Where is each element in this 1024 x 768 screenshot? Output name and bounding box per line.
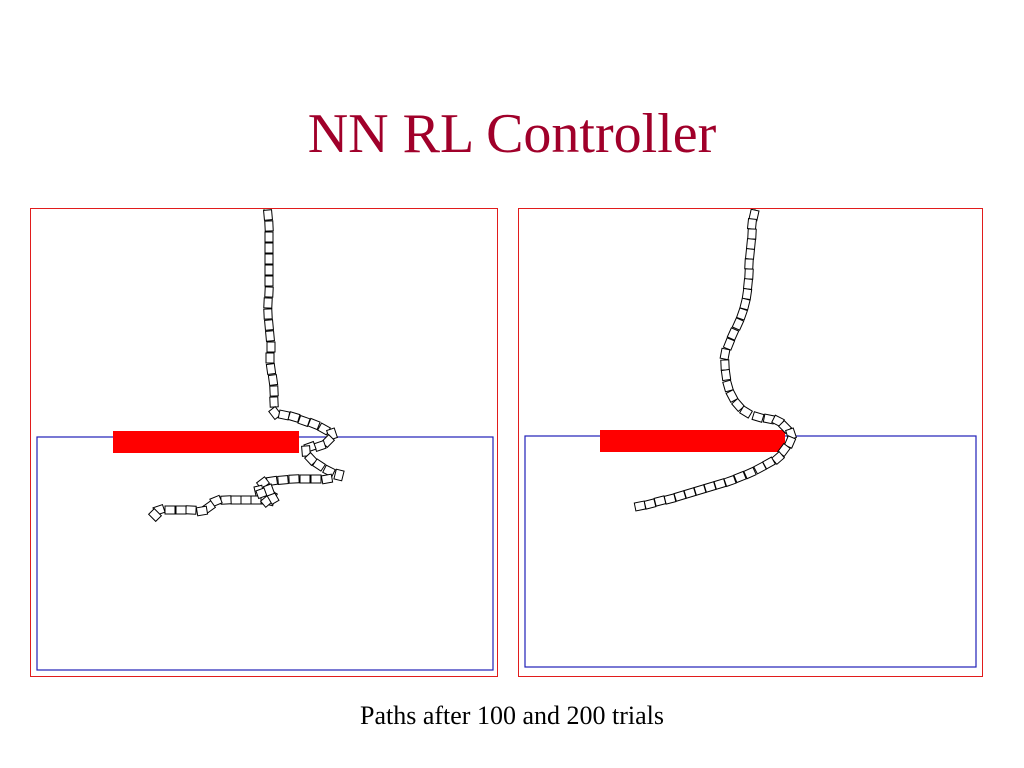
simulation-canvas-200 xyxy=(524,209,977,668)
vehicle-marker xyxy=(310,474,322,484)
vehicle-marker xyxy=(753,461,767,475)
vehicle-marker xyxy=(743,466,757,480)
vehicle-marker xyxy=(744,248,756,260)
vehicle-marker xyxy=(633,500,647,512)
vehicle-marker xyxy=(269,385,279,397)
vehicle-marker xyxy=(287,411,301,423)
vehicle-path xyxy=(147,209,345,523)
vehicle-marker xyxy=(744,268,754,280)
vehicle-marker xyxy=(264,253,274,265)
vehicle-marker xyxy=(725,389,739,403)
vehicle-marker xyxy=(269,396,279,408)
vehicle-marker xyxy=(240,495,252,505)
vehicle-marker xyxy=(264,286,274,298)
vehicle-marker xyxy=(264,264,274,276)
vehicle-marker xyxy=(731,317,745,331)
vehicle-marker xyxy=(741,287,753,301)
vehicle-marker xyxy=(742,278,754,290)
vehicle-marker xyxy=(643,498,657,510)
vehicle-marker xyxy=(720,359,730,371)
vehicle-marker xyxy=(307,417,321,431)
vehicle-marker xyxy=(263,209,273,221)
vehicle-marker xyxy=(720,368,732,382)
vehicle-marker xyxy=(333,468,345,482)
vehicle-marker xyxy=(311,458,327,472)
vehicle-marker xyxy=(175,505,187,515)
vehicle-marker xyxy=(264,231,274,243)
vehicle-marker xyxy=(230,495,242,505)
vehicle-marker xyxy=(263,297,273,309)
vehicle-marker xyxy=(264,242,274,254)
vehicle-marker xyxy=(746,218,758,230)
vehicle-marker xyxy=(733,470,747,484)
vehicle-marker xyxy=(264,220,274,232)
vehicle-marker xyxy=(744,258,754,270)
vehicle-marker xyxy=(277,475,289,485)
vehicle-marker xyxy=(288,474,300,484)
vehicle-marker xyxy=(735,307,749,321)
figure-caption: Paths after 100 and 200 trials xyxy=(360,701,664,730)
vehicle-marker xyxy=(726,327,740,341)
vehicle-marker xyxy=(164,505,176,515)
vehicle-marker xyxy=(745,238,757,250)
vehicle-marker xyxy=(751,411,765,423)
simulation-canvas-100 xyxy=(36,209,494,671)
vehicle-marker xyxy=(265,330,275,342)
vehicle-marker xyxy=(722,337,736,351)
vehicle-marker xyxy=(147,507,163,523)
vehicle-marker xyxy=(264,275,274,287)
obstacle-bar xyxy=(113,431,299,453)
vehicle-marker xyxy=(719,347,731,361)
goal-region xyxy=(36,436,494,671)
simulation-panel-200-trials xyxy=(518,208,983,677)
vehicle-marker xyxy=(264,319,274,331)
vehicle-marker xyxy=(265,352,275,364)
vehicle-marker xyxy=(185,505,197,515)
simulation-panel-100-trials xyxy=(30,208,498,677)
vehicle-marker xyxy=(266,341,276,353)
vehicle-marker xyxy=(738,405,754,419)
vehicle-marker xyxy=(267,373,279,387)
vehicle-marker xyxy=(673,490,687,502)
vehicle-marker xyxy=(262,483,276,497)
vehicle-marker xyxy=(320,473,334,485)
vehicle-marker xyxy=(730,397,746,413)
vehicle-marker xyxy=(747,228,757,240)
vehicle-marker xyxy=(265,362,277,376)
slide-title: NN RL Controller xyxy=(307,103,717,165)
vehicle-marker xyxy=(722,379,734,393)
vehicle-path xyxy=(633,209,798,512)
vehicle-marker xyxy=(653,495,667,507)
vehicle-marker xyxy=(299,474,311,484)
vehicle-marker xyxy=(195,505,209,517)
vehicle-marker xyxy=(263,308,273,320)
vehicle-marker xyxy=(313,439,327,453)
obstacle-bar xyxy=(600,430,785,452)
